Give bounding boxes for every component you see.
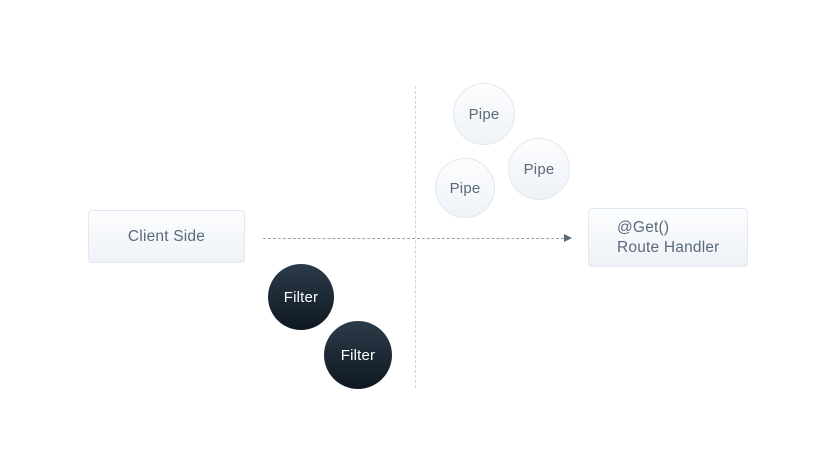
arrow-right-head-icon (564, 234, 572, 242)
client-side-node: Client Side (88, 210, 245, 263)
pipe-node-1: Pipe (453, 83, 515, 145)
pipe-node-3: Pipe (508, 138, 570, 200)
pipe-label: Pipe (449, 179, 481, 197)
pipe-label: Pipe (523, 160, 555, 178)
route-handler-node: @Get() Route Handler (588, 208, 748, 267)
request-flow-dashed-line (263, 238, 564, 239)
route-handler-label: Route Handler (617, 238, 720, 256)
client-side-label: Client Side (127, 227, 206, 245)
filter-node-1: Filter (268, 264, 334, 330)
pipe-node-2: Pipe (435, 158, 495, 218)
filter-label: Filter (283, 288, 319, 306)
route-decorator-label: @Get() (617, 218, 670, 236)
pipe-label: Pipe (468, 105, 500, 123)
vertical-dashed-divider (415, 86, 416, 388)
filter-label: Filter (340, 346, 376, 364)
filter-node-2: Filter (324, 321, 392, 389)
